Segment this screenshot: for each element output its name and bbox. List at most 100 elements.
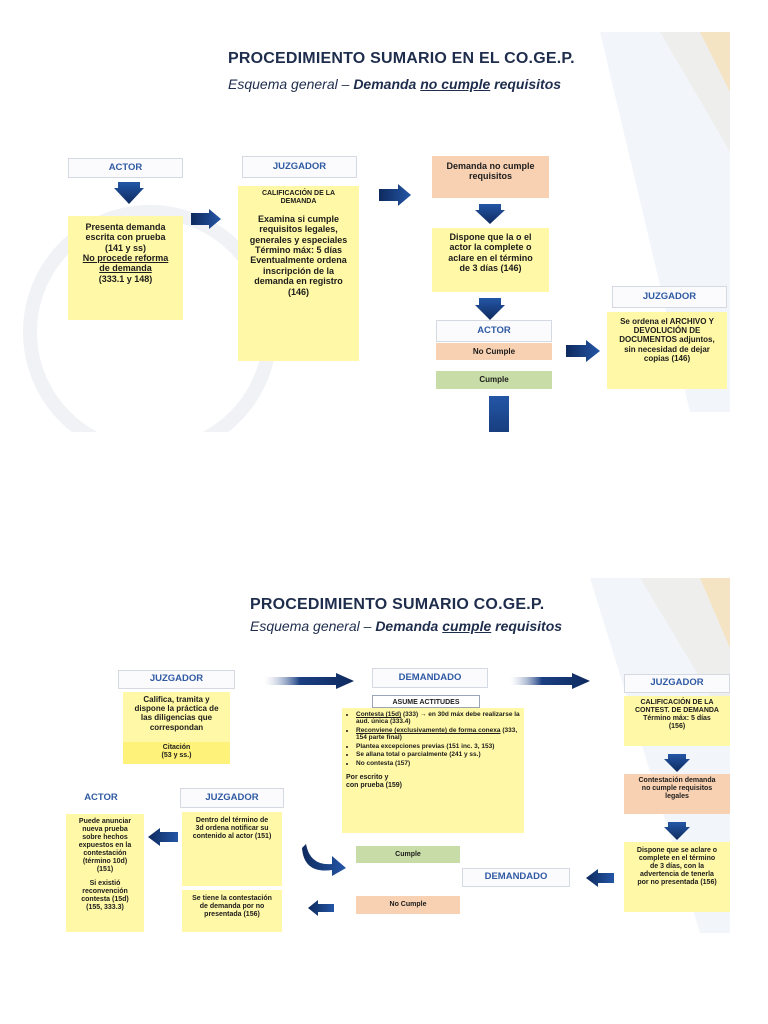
text-span: Reconviene (exclusivamente) de forma con… <box>356 726 501 734</box>
text-line: inscripción de la <box>262 265 335 276</box>
text-line: contestación <box>83 850 127 858</box>
contest-no-cumple-box: Contestación demanda no cumple requisito… <box>624 774 730 814</box>
text-line: 3d ordena notificar su <box>195 825 269 833</box>
big-down-arrow-icon <box>481 396 517 432</box>
text-line: de 3 días (146) <box>459 263 522 274</box>
list-item: Se allana total o parcialmente (241 y ss… <box>356 751 520 758</box>
text-line: Contestación demanda <box>638 777 716 784</box>
text-line: con prueba (159) <box>346 782 403 790</box>
text-line: advertencia de tenerla <box>640 871 714 879</box>
demanda-no-cumple-box: Demanda no cumple requisitos <box>432 156 549 198</box>
long-right-arrow-icon <box>264 673 354 689</box>
califica-box: Califica, tramita y dispone la práctica … <box>123 692 230 742</box>
text-line: Término máx: 5 días <box>643 715 711 723</box>
subtitle-part: Demanda <box>353 76 421 92</box>
text-line: Dispone que la o el <box>449 232 532 242</box>
text-line: legales <box>665 793 689 801</box>
asume-actitudes-label: ASUME ACTITUDES <box>372 695 480 708</box>
text-line: sin necesidad de dejar <box>624 344 710 354</box>
text-line: dispone la práctica de <box>134 704 219 714</box>
text-line: (término 10d) <box>82 858 128 866</box>
subtitle-part: requisitos <box>490 76 562 92</box>
text-line: escrita con prueba <box>85 232 166 243</box>
list-item: Reconviene (exclusivamente) de forma con… <box>356 727 520 742</box>
text-line: Presenta demanda <box>85 222 166 232</box>
text-line: Dentro del término de <box>195 817 269 824</box>
text-line: Puede anunciar <box>78 818 132 825</box>
subtitle-emphasis: cumple <box>442 618 492 634</box>
text-line: de demanda por no <box>199 903 265 911</box>
slide1-title: PROCEDIMIENTO SUMARIO EN EL CO.GE.P. <box>228 50 575 67</box>
text-line: Si existió <box>89 880 121 888</box>
actor2-header: ACTOR <box>436 320 552 342</box>
juzgador2-header: JUZGADOR <box>612 286 727 308</box>
subtitle-part: Demanda <box>375 618 443 634</box>
text-line: reconvención <box>82 888 128 896</box>
text-line: DOCUMENTOS adjuntos, <box>619 335 715 345</box>
text-line: las diligencias que <box>140 713 213 723</box>
text-line: (155, 333.3) <box>86 904 124 912</box>
archivo-box: Se ordena el ARCHIVO Y DEVOLUCIÓN DE DOC… <box>607 312 727 389</box>
text-line: Por escrito y <box>346 774 389 782</box>
dentro-termino-box: Dentro del término de 3d ordena notifica… <box>182 812 282 886</box>
down-arrow-icon <box>664 822 690 840</box>
list-item: Contesta (15d) (333) → en 30d máx debe r… <box>356 711 520 726</box>
cumple-box: Cumple <box>436 371 552 389</box>
no-cumple-box: No Cumple <box>356 896 460 914</box>
text-line: (53 y ss.) <box>161 752 192 760</box>
dispone-aclare-box: Dispone que se aclare o complete en el t… <box>624 842 730 912</box>
text-line: (151) <box>96 866 114 874</box>
list-item: Plantea excepciones previas (151 inc. 3,… <box>356 743 520 750</box>
right-arrow-icon <box>566 340 600 362</box>
text-line: Término máx: 5 días <box>254 245 343 256</box>
demandado2-header: DEMANDADO <box>462 868 570 887</box>
puede-anunciar-box: Puede anunciar nueva prueba sobre hechos… <box>66 814 144 932</box>
subtitle-part: requisitos <box>491 618 563 634</box>
juzgador-header: JUZGADOR <box>118 670 235 689</box>
slide2-title: PROCEDIMIENTO SUMARIO CO.GE.P. <box>250 596 545 613</box>
right-arrow-icon <box>191 209 221 229</box>
text-line: DEMANDA <box>280 198 317 206</box>
text-line: CONTEST. DE DEMANDA <box>634 707 719 715</box>
left-arrow-icon <box>148 828 178 846</box>
actor-presenta-box: Presenta demanda escrita con prueba (141… <box>68 216 183 320</box>
text-line: DEVOLUCIÓN DE <box>633 326 701 336</box>
text-line: de 3 días, con la <box>649 863 705 871</box>
left-arrow-icon <box>308 900 334 916</box>
actor-header: ACTOR <box>84 791 118 803</box>
subtitle-emphasis: no cumple <box>420 76 491 92</box>
juzgador-header: JUZGADOR <box>242 156 357 178</box>
text-line: Citación <box>162 744 191 751</box>
text-line: nueva prueba <box>82 826 128 834</box>
demandado-header: DEMANDADO <box>372 668 488 688</box>
text-span: Contesta (15d) <box>356 711 402 718</box>
calif-contest-box: CALIFICACIÓN DE LA CONTEST. DE DEMANDA T… <box>624 696 730 746</box>
actor-header: ACTOR <box>68 158 183 178</box>
text-line: Califica, tramita y <box>143 695 210 704</box>
slide2-subtitle: Esquema general – Demanda cumple requisi… <box>250 618 562 634</box>
text-line: generales y especiales <box>249 234 348 245</box>
actitudes-box: Contesta (15d) (333) → en 30d máx debe r… <box>342 708 524 833</box>
text-line: no cumple requisitos <box>641 785 713 793</box>
dispone-box: Dispone que la o el actor la complete o … <box>432 228 549 292</box>
text-span: (333, 154 parte final) <box>356 726 518 742</box>
text-line: expuestos en la <box>78 842 132 850</box>
text-line: (333.1 y 148) <box>98 273 153 284</box>
down-arrow-icon <box>475 298 505 320</box>
text-line: copias (146) <box>643 353 691 363</box>
text-line: sobre hechos <box>82 834 128 842</box>
text-line: Se tiene la contestación <box>192 895 272 902</box>
text-line: por no presentada (156) <box>637 879 717 887</box>
down-arrow-icon <box>475 204 505 224</box>
text-line: de demanda <box>99 263 152 274</box>
text-line: contenido al actor (151) <box>192 833 272 841</box>
list-item: No contesta (157) <box>356 760 520 767</box>
no-cumple-box: No Cumple <box>436 343 552 360</box>
text-line: aclare en el término <box>448 252 533 263</box>
text-line: No procede reforma <box>82 253 169 264</box>
curved-arrow-icon <box>302 844 346 876</box>
right-arrow-icon <box>379 184 411 206</box>
text-line: correspondan <box>149 722 204 732</box>
down-arrow-icon <box>664 754 690 772</box>
calificacion-box: CALIFICACIÓN DE LA DEMANDA Examina si cu… <box>238 186 359 361</box>
